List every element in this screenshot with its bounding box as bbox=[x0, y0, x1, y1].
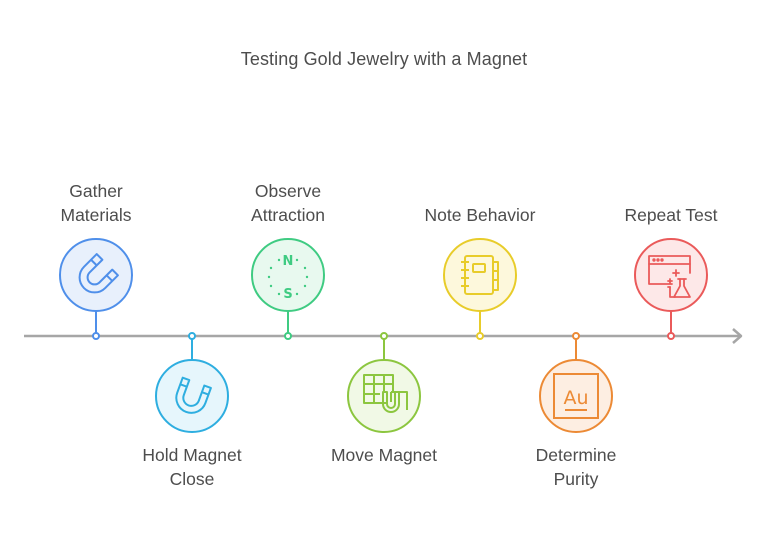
timeline-marker bbox=[572, 332, 580, 340]
step-determine-purity: Au bbox=[539, 332, 613, 433]
timeline-marker bbox=[284, 332, 292, 340]
label-line: Repeat Test bbox=[624, 205, 718, 225]
timeline-marker bbox=[667, 332, 675, 340]
compass-icon: N S bbox=[267, 254, 309, 302]
label-line: Gather bbox=[69, 181, 123, 201]
gold-element-icon: Au bbox=[553, 373, 599, 419]
svg-text:S: S bbox=[283, 287, 292, 302]
step-gather-materials bbox=[59, 238, 133, 340]
magnet-icon bbox=[175, 376, 212, 414]
step-label-hold-magnet-close: Hold Magnet Close bbox=[112, 443, 272, 491]
step-label-move-magnet: Move Magnet bbox=[304, 443, 464, 467]
lab-test-icon bbox=[648, 255, 691, 298]
notebook-icon bbox=[461, 255, 499, 295]
timeline-marker bbox=[476, 332, 484, 340]
timeline-arrow-icon bbox=[732, 328, 743, 344]
label-line: Observe bbox=[254, 181, 322, 201]
svg-text:Au: Au bbox=[563, 387, 588, 409]
timeline-marker bbox=[92, 332, 100, 340]
step-label-note-behavior: Note Behavior bbox=[400, 203, 560, 227]
svg-text:N: N bbox=[283, 254, 294, 269]
timeline-marker bbox=[188, 332, 196, 340]
grid-magnet-icon bbox=[363, 374, 408, 413]
step-repeat-test bbox=[634, 238, 708, 340]
label-line: Move Magnet bbox=[330, 445, 438, 465]
diagram-title: Testing Gold Jewelry with a Magnet bbox=[240, 49, 528, 69]
label-line: Close bbox=[169, 469, 215, 489]
step-hold-magnet-close bbox=[155, 332, 229, 433]
label-line: Attraction bbox=[251, 205, 325, 225]
step-move-magnet bbox=[347, 332, 421, 433]
label-line: Hold Magnet bbox=[142, 445, 242, 465]
label-line: Note Behavior bbox=[424, 205, 536, 225]
step-observe-attraction: N S bbox=[251, 238, 325, 340]
step-note-behavior bbox=[443, 238, 517, 340]
step-label-determine-purity: Determine Purity bbox=[496, 443, 656, 491]
step-label-observe-attraction: Observe Attraction bbox=[208, 179, 368, 227]
step-label-gather-materials: Gather Materials bbox=[16, 179, 176, 227]
label-line: Materials bbox=[60, 205, 132, 225]
magnet-icon bbox=[78, 253, 119, 294]
label-line: Purity bbox=[553, 469, 599, 489]
step-label-repeat-test: Repeat Test bbox=[591, 203, 751, 227]
label-line: Determine bbox=[535, 445, 617, 465]
timeline-marker bbox=[380, 332, 388, 340]
